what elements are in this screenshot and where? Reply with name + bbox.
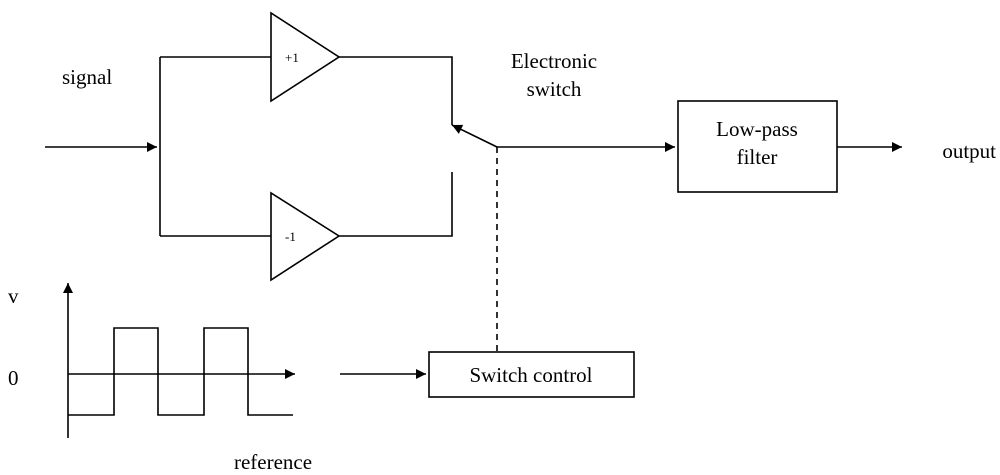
zero-label: 0 [8,366,19,390]
reference-square-wave [68,327,293,416]
amp-plus-label: +1 [285,50,299,65]
lowpass-label-line1: Low-pass [716,117,798,141]
reference-label: reference [234,450,312,474]
switch-lower-contact [339,172,453,237]
lowpass-filter-block [677,100,838,193]
switch-upper-contact [339,56,453,125]
switch-arm [451,124,498,148]
electronic-switch-label-line1: Electronic [511,49,597,73]
switch-control-label: Switch control [469,363,592,387]
v-axis-label: v [8,284,19,308]
signal-label: signal [62,65,112,89]
minus-one-amplifier [270,191,341,282]
plus-one-amplifier [270,11,341,103]
output-label: output [942,139,996,163]
switch-control-block [428,351,635,398]
lowpass-label-line2: filter [737,145,778,169]
electronic-switch-label-line2: switch [527,77,582,101]
amp-minus-label: -1 [285,229,296,244]
